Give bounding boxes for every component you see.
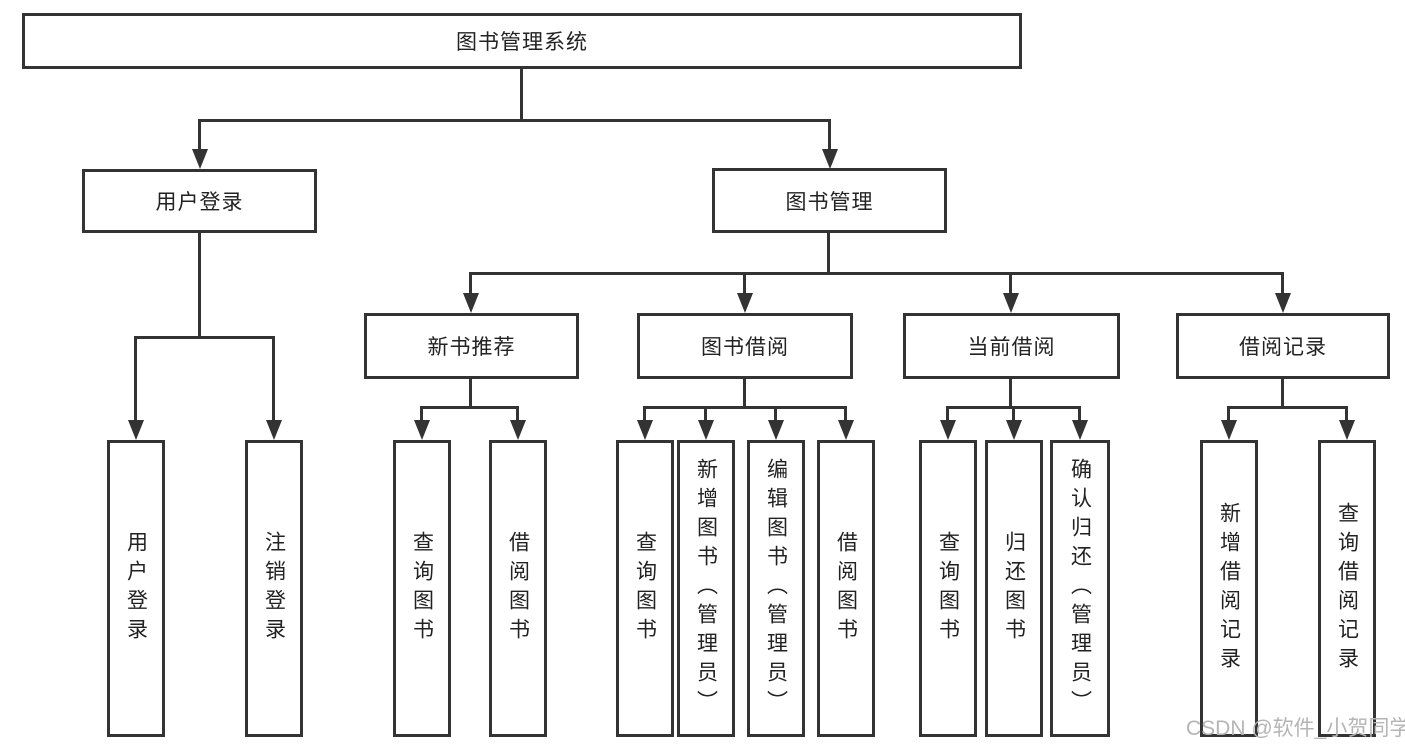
edge-line: [469, 272, 472, 293]
node-label: 用户登录: [155, 191, 244, 214]
edge-line: [1345, 406, 1348, 420]
edge-line: [134, 336, 137, 420]
node-label: 借阅记录: [1239, 336, 1327, 359]
edge-line: [134, 336, 275, 339]
node-label: 新增借阅记录: [1217, 501, 1241, 676]
edge-line: [643, 406, 646, 420]
leaf-logout: 注销登录: [245, 440, 303, 737]
leaf-add-books-admin: 新增图书（管理员）: [677, 440, 735, 737]
edge-line: [643, 406, 847, 409]
leaf-return-books: 归还图书: [985, 440, 1043, 737]
leaf-query-borrow-record: 查询借阅记录: [1318, 440, 1376, 737]
arrowhead-icon: [1003, 293, 1019, 313]
node-label: 借阅图书: [834, 530, 858, 647]
edge-line: [1012, 406, 1015, 420]
arrowhead-icon: [510, 420, 526, 440]
edge-line: [198, 233, 201, 336]
arrowhead-icon: [1072, 420, 1088, 440]
node-label: 新增图书（管理员）: [694, 458, 718, 719]
node-label: 归还图书: [1002, 530, 1026, 647]
arrowhead-icon: [940, 420, 956, 440]
arrowhead-icon: [1006, 420, 1022, 440]
edge-line: [520, 69, 523, 119]
edge-line: [743, 272, 746, 293]
edge-line: [420, 406, 423, 420]
edge-line: [1227, 406, 1348, 409]
edge-line: [469, 379, 472, 406]
arrowhead-icon: [768, 420, 784, 440]
edge-line: [828, 119, 831, 149]
leaf-borrow-books: 借阅图书: [817, 440, 875, 737]
arrowhead-icon: [1221, 420, 1237, 440]
edge-line: [1009, 379, 1012, 406]
node-borrowing-records: 借阅记录: [1176, 313, 1390, 379]
edge-line: [946, 406, 949, 420]
node-label: 借阅图书: [506, 530, 530, 647]
arrowhead-icon: [128, 420, 144, 440]
node-label: 确认归还（管理员）: [1068, 458, 1092, 719]
arrowhead-icon: [414, 420, 430, 440]
node-library-management-system: 图书管理系统: [22, 13, 1022, 69]
leaf-add-borrow-record: 新增借阅记录: [1200, 440, 1258, 737]
node-label: 图书管理: [785, 190, 874, 214]
edge-line: [272, 336, 275, 420]
leaf-confirm-return-admin: 确认归还（管理员）: [1050, 440, 1110, 737]
node-label: 编辑图书（管理员）: [764, 458, 788, 719]
arrowhead-icon: [838, 420, 854, 440]
leaf-query-books-recommend: 查询图书: [393, 440, 451, 737]
edge-line: [469, 272, 1284, 275]
node-label: 查询图书: [410, 530, 434, 647]
node-label: 当前借阅: [967, 336, 1056, 359]
edge-line: [198, 119, 201, 149]
edge-line: [420, 406, 519, 409]
node-label: 查询借阅记录: [1335, 501, 1359, 676]
edge-line: [1227, 406, 1230, 420]
edge-line: [827, 233, 830, 272]
edge-line: [1078, 406, 1081, 420]
arrowhead-icon: [737, 293, 753, 313]
edge-line: [743, 379, 746, 406]
edge-line: [774, 406, 777, 420]
node-label: 查询图书: [936, 530, 960, 647]
node-label: 图书管理系统: [456, 31, 588, 54]
arrowhead-icon: [822, 149, 838, 169]
node-label: 查询图书: [633, 530, 657, 647]
node-label: 注销登录: [262, 530, 286, 647]
arrowhead-icon: [463, 293, 479, 313]
node-label: 新书推荐: [427, 336, 516, 359]
edge-line: [704, 406, 707, 420]
edge-line: [844, 406, 847, 420]
node-book-management: 图书管理: [712, 168, 947, 233]
arrowhead-icon: [637, 420, 653, 440]
arrowhead-icon: [192, 149, 208, 169]
node-label: 图书借阅: [701, 336, 789, 359]
csdn-watermark: CSDN @软件_小贺同学: [1186, 717, 1405, 740]
arrowhead-icon: [1275, 293, 1291, 313]
edge-line: [198, 119, 831, 122]
arrowhead-icon: [1339, 420, 1355, 440]
leaf-query-books-current: 查询图书: [919, 440, 977, 737]
edge-line: [1009, 272, 1012, 293]
node-current-borrowing: 当前借阅: [903, 313, 1120, 379]
edge-line: [1281, 379, 1284, 406]
node-label: 用户登录: [124, 530, 148, 647]
arrowhead-icon: [266, 420, 282, 440]
leaf-user-login: 用户登录: [107, 440, 165, 737]
edge-line: [516, 406, 519, 420]
leaf-edit-books-admin: 编辑图书（管理员）: [747, 440, 805, 737]
node-book-borrowing: 图书借阅: [637, 313, 853, 379]
arrowhead-icon: [698, 420, 714, 440]
node-user-login: 用户登录: [82, 169, 317, 233]
leaf-borrow-books-recommend: 借阅图书: [489, 440, 547, 737]
leaf-query-books-borrow: 查询图书: [616, 440, 674, 737]
node-new-book-recommendation: 新书推荐: [364, 313, 579, 379]
edge-line: [1281, 272, 1284, 293]
